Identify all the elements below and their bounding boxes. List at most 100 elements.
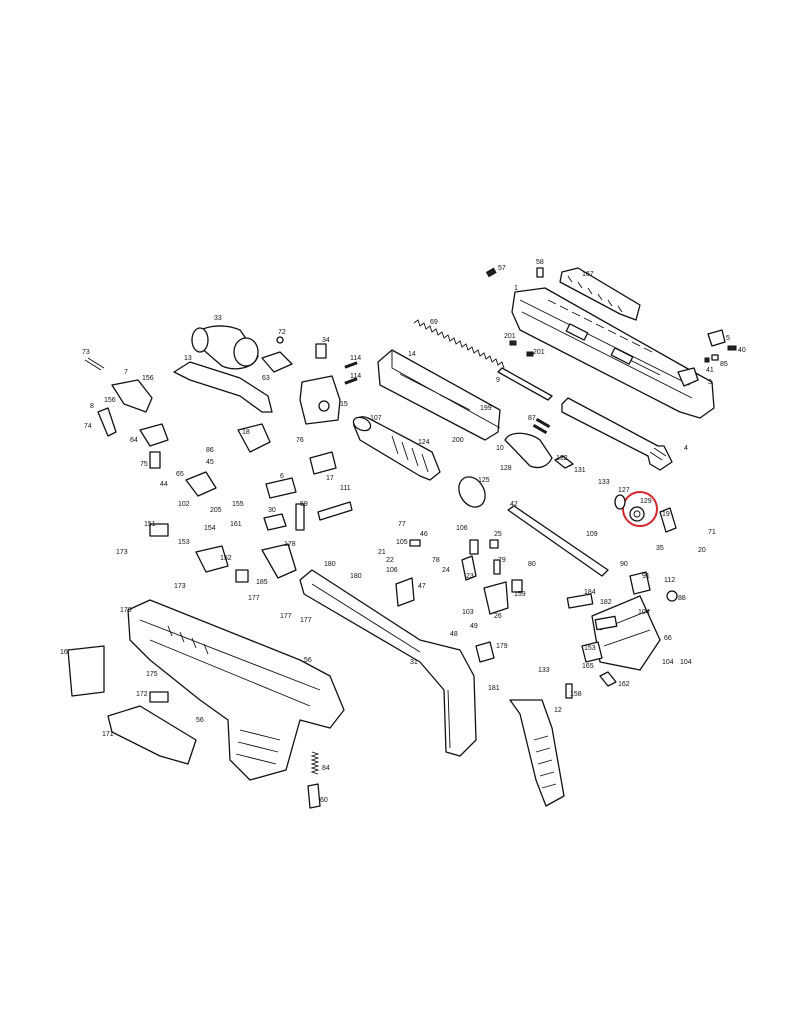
- label-6: 6: [280, 473, 284, 480]
- label-124: 124: [418, 439, 430, 446]
- sight-assembly-parts: [704, 329, 737, 363]
- lever-13: [173, 361, 273, 413]
- label-31: 31: [410, 659, 418, 666]
- label-185: 185: [256, 579, 268, 586]
- label-90: 90: [620, 561, 628, 568]
- label-91: 91: [642, 573, 650, 580]
- label-75: 75: [140, 461, 148, 468]
- label-200: 200: [452, 437, 464, 444]
- label-173b: 173: [174, 583, 186, 590]
- label-40: 40: [738, 347, 746, 354]
- gearbox-plate-66: [591, 595, 661, 671]
- label-48: 48: [450, 631, 458, 638]
- label-180b: 180: [350, 573, 362, 580]
- label-112: 112: [664, 577, 675, 584]
- label-1: 1: [514, 285, 518, 292]
- label-201b: 201: [533, 349, 545, 356]
- label-35: 35: [656, 545, 664, 552]
- label-57: 57: [498, 265, 506, 272]
- label-64: 64: [130, 437, 138, 444]
- label-46: 46: [420, 531, 428, 538]
- label-84: 84: [322, 765, 330, 772]
- label-25: 25: [494, 531, 502, 538]
- label-159: 159: [514, 591, 526, 598]
- label-14: 14: [408, 351, 416, 358]
- label-167: 167: [582, 271, 594, 278]
- label-199: 199: [480, 405, 492, 412]
- label-85: 85: [720, 361, 728, 368]
- label-104b: 104: [662, 659, 674, 666]
- label-30: 30: [268, 507, 276, 514]
- label-77: 77: [398, 521, 406, 528]
- recoil-spring-part: [413, 319, 505, 369]
- label-76: 76: [296, 437, 304, 444]
- part-172: [149, 691, 169, 703]
- label-20: 20: [698, 547, 706, 554]
- part-number-labels: 57 58 167 1 5 40 85 41 3 201 201 33 72 3…: [60, 259, 746, 804]
- guide-rod-part: [497, 367, 553, 401]
- spacer-127: [614, 494, 626, 510]
- label-161: 161: [230, 521, 242, 528]
- magazine-catch-16: [67, 645, 105, 697]
- label-18: 18: [242, 429, 250, 436]
- label-182: 182: [600, 599, 612, 606]
- label-10: 10: [496, 445, 504, 452]
- label-165: 165: [582, 663, 594, 670]
- label-131: 131: [574, 467, 586, 474]
- label-105: 105: [396, 539, 408, 546]
- block-15: [299, 375, 341, 425]
- charging-handle-part: [561, 397, 673, 471]
- label-66: 66: [664, 635, 672, 642]
- label-153b: 153: [584, 645, 596, 652]
- label-5: 5: [726, 335, 730, 342]
- selector-171: [107, 705, 197, 765]
- label-47: 47: [418, 583, 426, 590]
- barrel-assembly-part: [352, 416, 441, 481]
- label-129: 129: [640, 498, 652, 505]
- label-162: 162: [618, 681, 630, 688]
- label-21: 21: [378, 549, 386, 556]
- label-88: 88: [678, 595, 686, 602]
- label-205: 205: [210, 507, 222, 514]
- label-69: 69: [430, 319, 438, 326]
- label-79: 79: [498, 557, 506, 564]
- spring-34: [315, 343, 327, 359]
- pin-60: [307, 783, 321, 809]
- misc-right-parts: [565, 571, 678, 699]
- label-71: 71: [708, 529, 716, 536]
- label-45: 45: [206, 459, 214, 466]
- label-175: 175: [146, 671, 158, 678]
- label-177c: 177: [300, 617, 312, 624]
- label-22: 22: [386, 557, 394, 564]
- label-177a: 177: [248, 595, 260, 602]
- nozzle-part: [504, 432, 553, 469]
- label-65: 65: [176, 471, 184, 478]
- piston-head-19: [659, 507, 677, 533]
- label-133b: 133: [538, 667, 550, 674]
- label-170: 170: [120, 607, 132, 614]
- label-56b: 56: [196, 717, 204, 724]
- barrel-bushing-33: [191, 325, 259, 370]
- label-8: 8: [90, 403, 94, 410]
- label-17: 17: [326, 475, 334, 482]
- trigger-parts-left: [84, 357, 169, 469]
- label-87: 87: [528, 415, 536, 422]
- hop-up-chamber-part: [458, 476, 486, 508]
- label-23: 23: [466, 573, 474, 580]
- outer-barrel-part: [507, 505, 609, 577]
- small-springs-center: [532, 417, 574, 469]
- label-156a: 156: [142, 375, 154, 382]
- label-173a: 173: [116, 549, 128, 556]
- label-103: 103: [462, 609, 474, 616]
- label-184: 184: [584, 589, 596, 596]
- label-72: 72: [278, 329, 286, 336]
- label-181: 181: [488, 685, 500, 692]
- folding-stock-part: [299, 569, 477, 757]
- label-19: 19: [662, 511, 670, 518]
- label-3: 3: [708, 379, 712, 386]
- label-109: 109: [586, 531, 598, 538]
- label-125: 125: [478, 477, 490, 484]
- small-screws-top: [485, 267, 544, 357]
- label-4: 4: [684, 445, 688, 452]
- label-12: 12: [554, 707, 562, 714]
